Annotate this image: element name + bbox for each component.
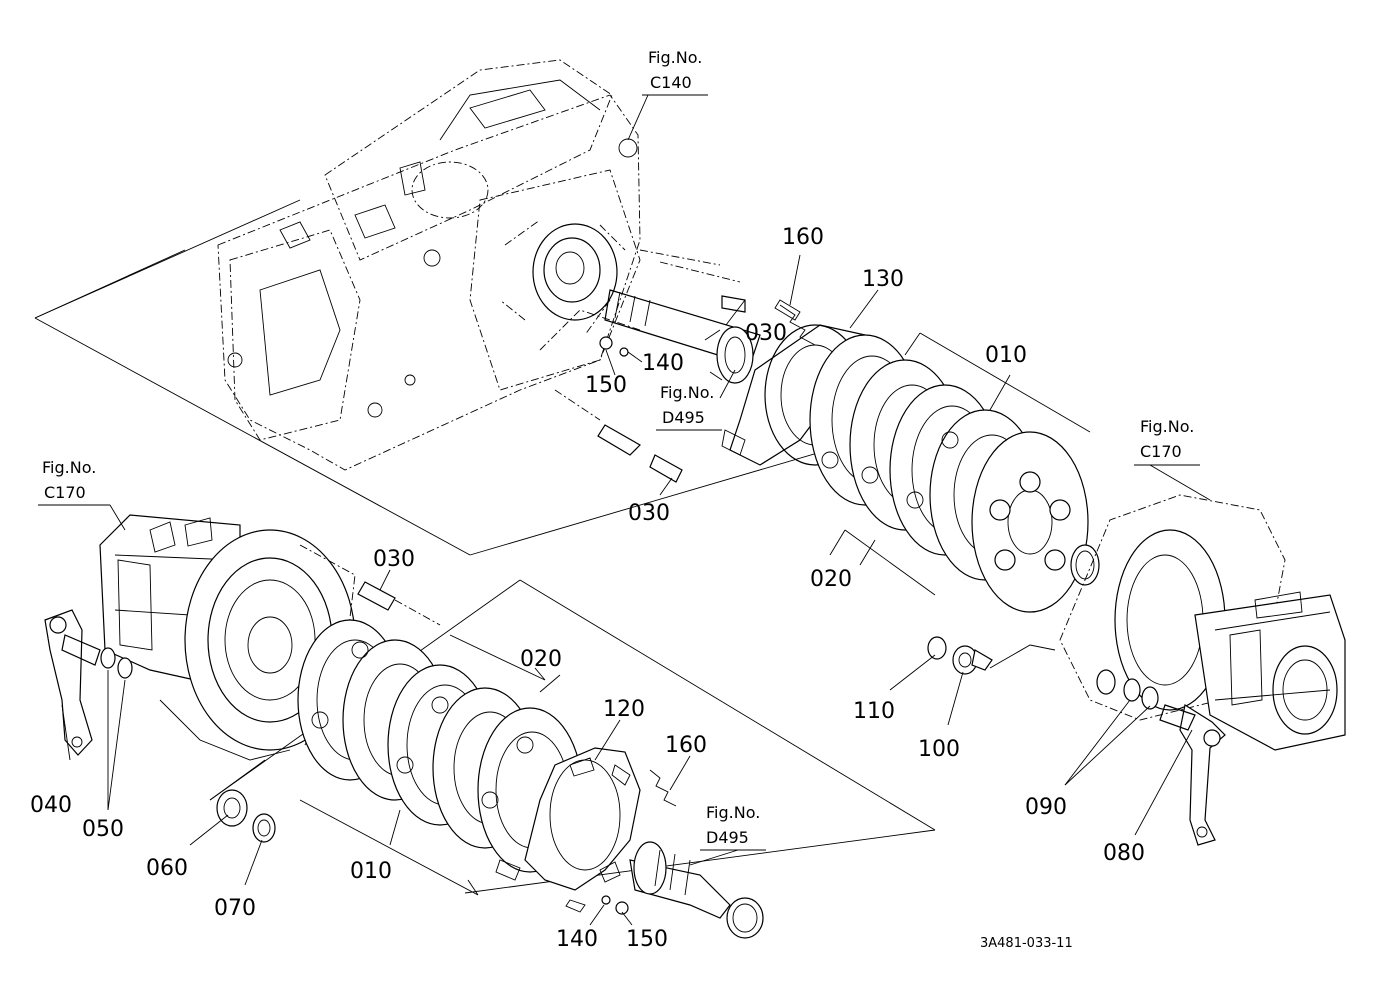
transmission-case xyxy=(217,59,641,471)
part-label-010-lower: 010 xyxy=(350,859,392,884)
fig-ref-d495-upper-code: D495 xyxy=(662,408,705,427)
fig-ref-d495-lower: Fig.No. D495 xyxy=(700,803,766,851)
fig-ref-c140-code: C140 xyxy=(650,73,692,92)
fig-ref-d495-upper: Fig.No. D495 xyxy=(656,383,722,431)
part-label-060: 060 xyxy=(146,856,188,881)
part-label-110: 110 xyxy=(853,699,895,724)
part-label-020-upper: 020 xyxy=(810,567,852,592)
part-label-100: 100 xyxy=(918,737,960,762)
part-label-030-upper-b: 030 xyxy=(628,501,670,526)
drawing-code: 3A481-033-11 xyxy=(980,936,1073,951)
fig-ref-d495-lower-label: Fig.No. xyxy=(706,803,760,822)
fig-ref-c140-label: Fig.No. xyxy=(648,48,702,67)
part-label-140-upper: 140 xyxy=(642,351,684,376)
part-label-140-lower: 140 xyxy=(556,927,598,952)
part-label-130: 130 xyxy=(862,267,904,292)
lower-brake-pack xyxy=(297,619,764,939)
left-final-drive xyxy=(44,514,441,843)
part-label-090: 090 xyxy=(1025,795,1067,820)
part-labels: 160 130 010 030 140 150 030 020 030 020 … xyxy=(30,225,1145,952)
fig-ref-d495-lower-code: D495 xyxy=(706,828,749,847)
part-label-050: 050 xyxy=(82,817,124,842)
upper-brake-pack xyxy=(721,304,1100,613)
part-label-120: 120 xyxy=(603,697,645,722)
part-label-040: 040 xyxy=(30,793,72,818)
part-label-020-lower: 020 xyxy=(520,647,562,672)
assembly-outline-left xyxy=(34,249,186,319)
case-shaft-and-pins xyxy=(554,249,801,483)
part-label-010-upper: 010 xyxy=(985,343,1027,368)
leader-lines xyxy=(61,94,1211,926)
part-label-150-lower: 150 xyxy=(626,927,668,952)
fig-ref-c170-right-label: Fig.No. xyxy=(1140,417,1194,436)
right-final-drive xyxy=(927,494,1346,846)
fig-ref-c170-right-code: C170 xyxy=(1140,442,1182,461)
fig-ref-c170-left: Fig.No. C170 xyxy=(38,458,110,506)
fig-ref-c170-left-code: C170 xyxy=(44,483,86,502)
part-label-160-upper: 160 xyxy=(782,225,824,250)
fig-ref-d495-upper-label: Fig.No. xyxy=(660,383,714,402)
fig-ref-c170-left-label: Fig.No. xyxy=(42,458,96,477)
part-label-160-lower: 160 xyxy=(665,733,707,758)
part-label-150-upper: 150 xyxy=(585,373,627,398)
part-label-080: 080 xyxy=(1103,841,1145,866)
fig-ref-c140: Fig.No. C140 xyxy=(642,48,708,96)
fig-ref-c170-right: Fig.No. C170 xyxy=(1134,417,1200,466)
part-label-070: 070 xyxy=(214,896,256,921)
part-label-030-lower: 030 xyxy=(373,547,415,572)
part-label-030-upper-a: 030 xyxy=(745,321,787,346)
